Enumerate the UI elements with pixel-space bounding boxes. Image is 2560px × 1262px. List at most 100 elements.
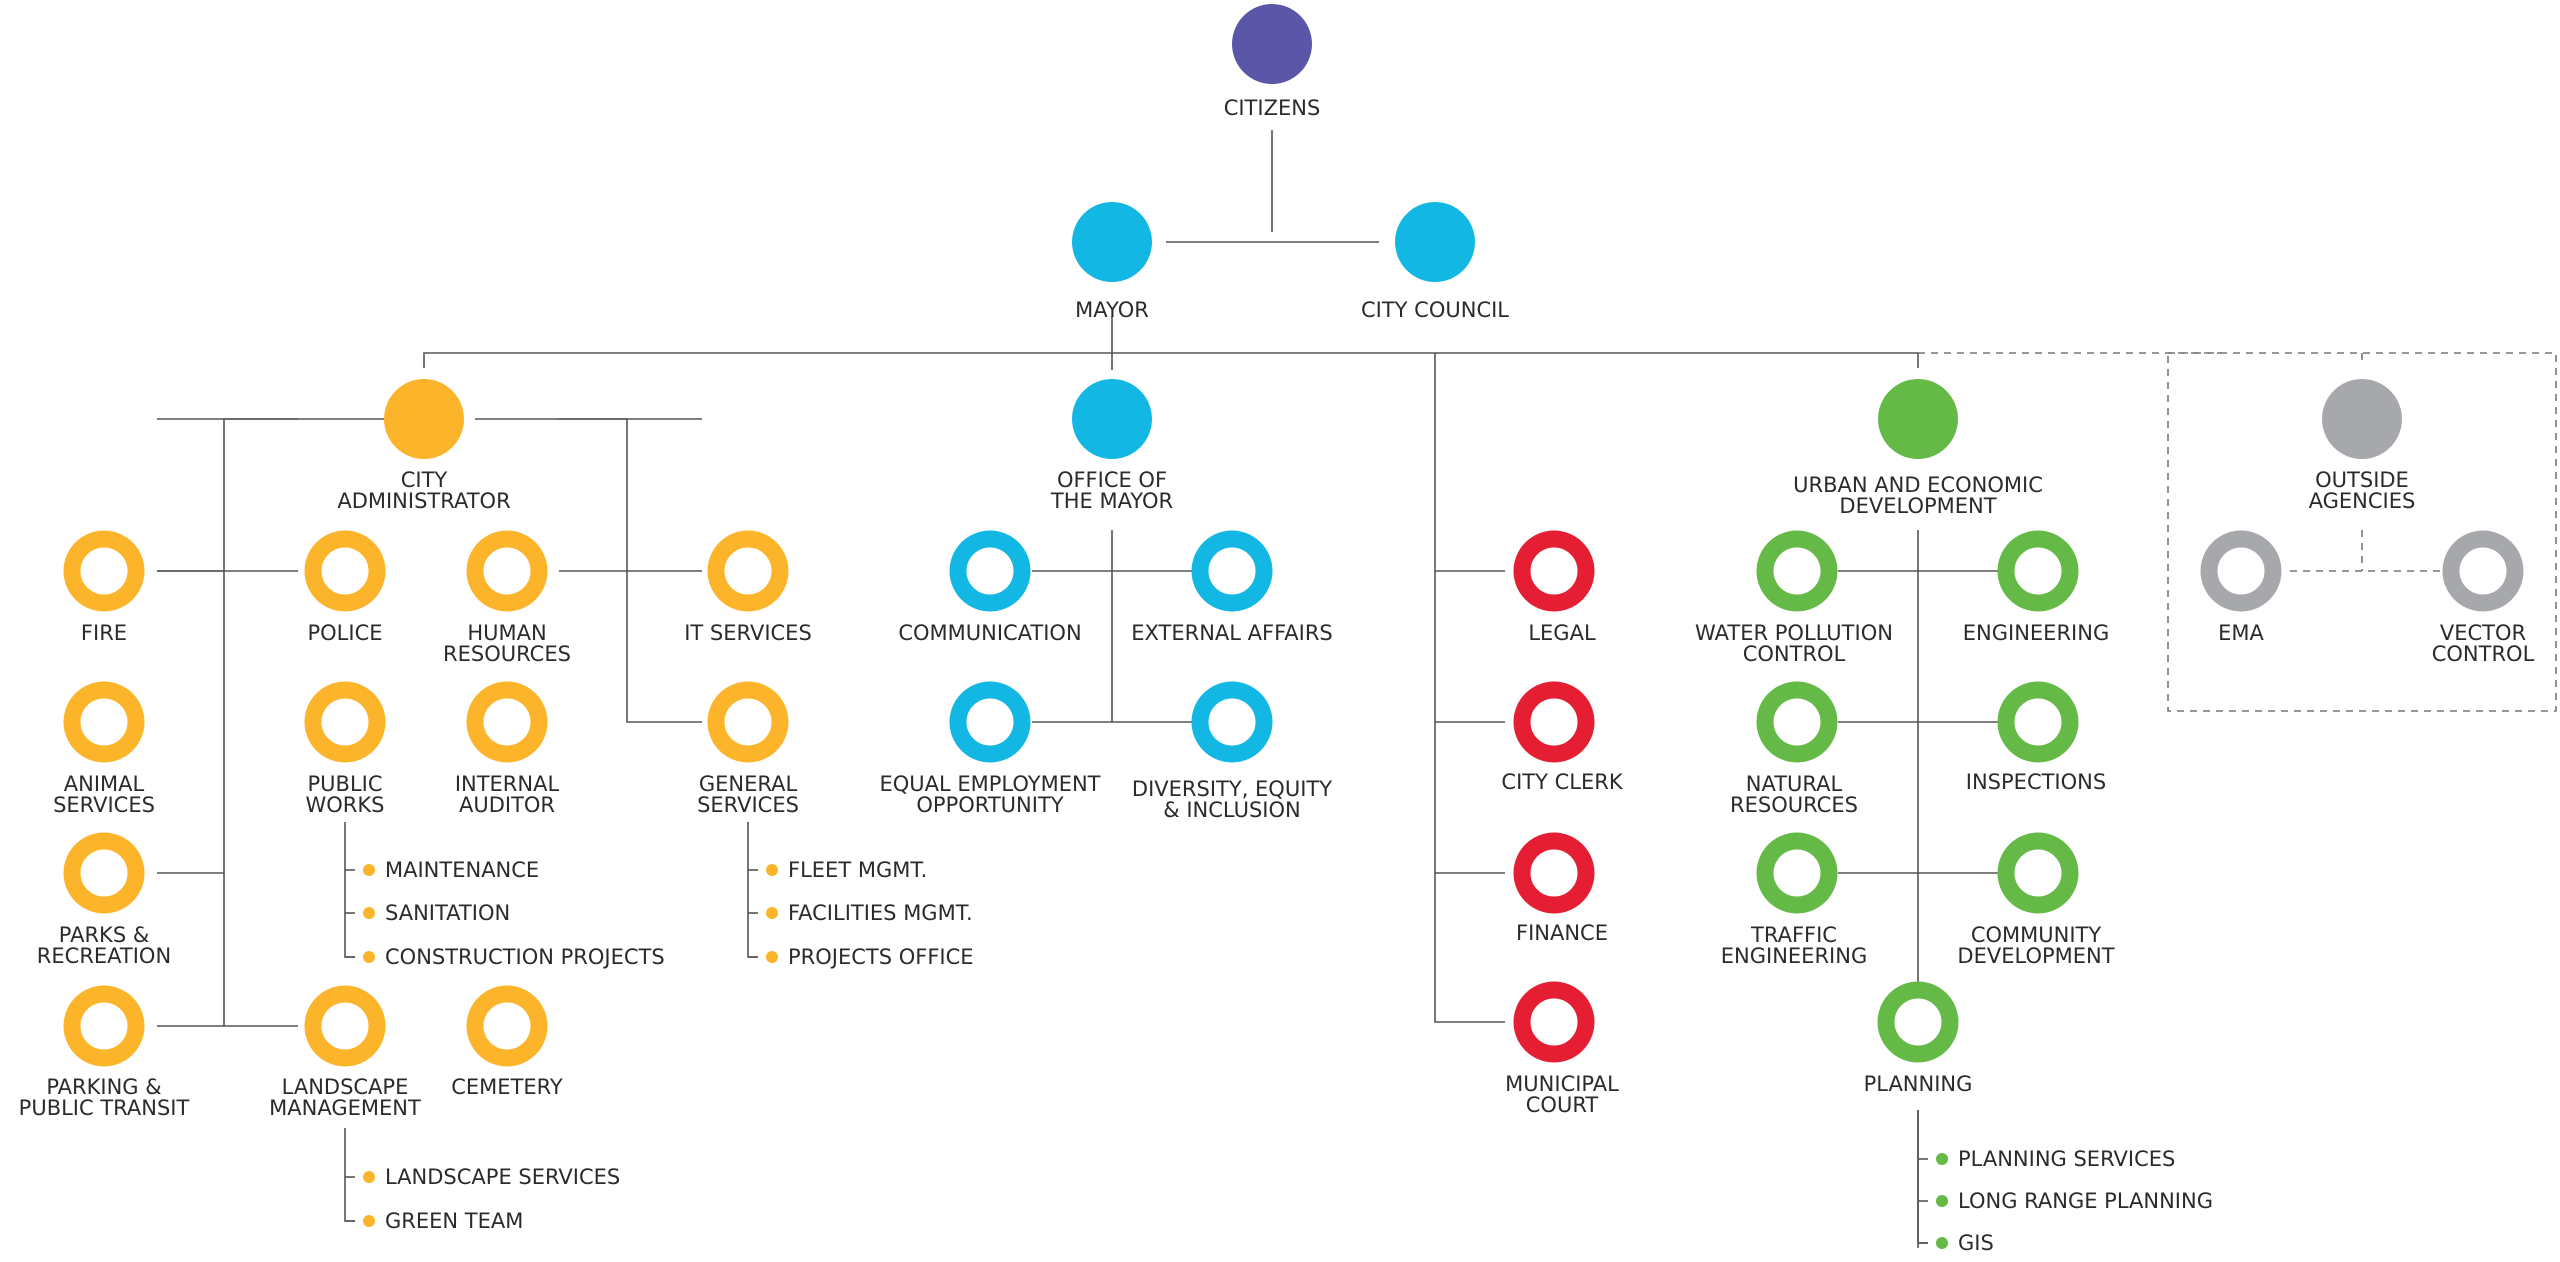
legal-label: LEGAL xyxy=(1528,621,1596,645)
outside-agencies-node xyxy=(2322,379,2402,459)
cemetery-label: CEMETERY xyxy=(451,1075,563,1099)
vector-control-node xyxy=(2442,530,2524,612)
planning-bullet xyxy=(1936,1195,1948,1207)
city-clerk-node xyxy=(1513,681,1595,763)
general-services-list-line xyxy=(747,822,758,958)
inspections-label: INSPECTIONS xyxy=(1966,770,2106,794)
public-works-list-item: CONSTRUCTION PROJECTS xyxy=(385,945,665,969)
public-works-node xyxy=(304,681,386,763)
landscape-management-list-item: LANDSCAPE SERVICES xyxy=(385,1165,620,1189)
landscape-management-list-line xyxy=(344,1128,355,1222)
human-resources-node xyxy=(466,530,548,612)
fire-node xyxy=(63,530,145,612)
citizens-node xyxy=(1232,4,1312,84)
police-node xyxy=(304,530,386,612)
finance-label: FINANCE xyxy=(1516,921,1608,945)
equal-employment-opportunity-node xyxy=(949,681,1031,763)
parking-public-transit-node xyxy=(63,985,145,1067)
city-council-label: CITY COUNCIL xyxy=(1361,298,1509,322)
ema-label: EMA xyxy=(2218,621,2264,645)
landscape-management-bullet xyxy=(363,1215,375,1227)
ema-node xyxy=(2200,530,2282,612)
general-services-list-item: PROJECTS OFFICE xyxy=(788,945,974,969)
general-services-bullet xyxy=(766,951,778,963)
traffic-engineering-node xyxy=(1756,832,1838,914)
planning-bullet xyxy=(1936,1237,1948,1249)
outside-agencies-box xyxy=(2167,352,2557,712)
planning-bullet xyxy=(1936,1153,1948,1165)
public-works-bullet xyxy=(363,864,375,876)
external-affairs-label: EXTERNAL AFFAIRS xyxy=(1131,621,1333,645)
communication-node xyxy=(949,530,1031,612)
natural-resources-node xyxy=(1756,681,1838,763)
legal-node xyxy=(1513,530,1595,612)
org-nodes xyxy=(63,4,2524,1249)
mayor-node xyxy=(1072,202,1152,282)
engineering-label: ENGINEERING xyxy=(1963,621,2109,645)
landscape-management-node xyxy=(304,985,386,1067)
landscape-management-list-item: GREEN TEAM xyxy=(385,1209,523,1233)
police-label: POLICE xyxy=(307,621,382,645)
water-pollution-control-node xyxy=(1756,530,1838,612)
it-services-label: IT SERVICES xyxy=(684,621,812,645)
general-services-list-item: FACILITIES MGMT. xyxy=(788,901,973,925)
diversity-equity-inclusion-node xyxy=(1191,681,1273,763)
connector-lines xyxy=(157,130,2557,1248)
cemetery-node xyxy=(466,985,548,1067)
city-clerk-label: CITY CLERK xyxy=(1501,770,1623,794)
finance-node xyxy=(1513,832,1595,914)
general-services-bullet xyxy=(766,864,778,876)
public-works-list-item: SANITATION xyxy=(385,901,510,925)
planning-list-item: GIS xyxy=(1958,1231,1994,1255)
city-administrator-node xyxy=(384,379,464,459)
municipal-court-node xyxy=(1513,981,1595,1063)
planning-node xyxy=(1877,981,1959,1063)
public-works-bullet xyxy=(363,951,375,963)
council-spine xyxy=(1434,353,1505,1023)
citizens-label: CITIZENS xyxy=(1224,96,1321,120)
planning-list-line xyxy=(1917,1110,1928,1244)
urban-economic-development-node xyxy=(1878,379,1958,459)
office-of-the-mayor-node xyxy=(1072,379,1152,459)
public-works-bullet xyxy=(363,907,375,919)
public-works-list-item: MAINTENANCE xyxy=(385,858,539,882)
inspections-node xyxy=(1997,681,2079,763)
general-services-node xyxy=(707,681,789,763)
planning-label: PLANNING xyxy=(1864,1072,1973,1096)
community-development-node xyxy=(1997,832,2079,914)
city-council-node xyxy=(1395,202,1475,282)
top-bus xyxy=(423,352,1919,368)
it-services-node xyxy=(707,530,789,612)
engineering-node xyxy=(1997,530,2079,612)
planning-list-item: PLANNING SERVICES xyxy=(1958,1147,2175,1171)
parking-public-transit-label: PARKING &PUBLIC TRANSIT xyxy=(19,1075,190,1120)
diversity-equity-inclusion-label: DIVERSITY, EQUITY& INCLUSION xyxy=(1132,777,1332,822)
external-affairs-node xyxy=(1191,530,1273,612)
mayor-label: MAYOR xyxy=(1075,298,1149,322)
planning-list-item: LONG RANGE PLANNING xyxy=(1958,1189,2213,1213)
admin-left-spine xyxy=(223,418,385,1027)
parks-recreation-label: PARKS &RECREATION xyxy=(37,923,171,968)
parks-recreation-node xyxy=(63,832,145,914)
general-services-list-item: FLEET MGMT. xyxy=(788,858,927,882)
landscape-management-bullet xyxy=(363,1171,375,1183)
